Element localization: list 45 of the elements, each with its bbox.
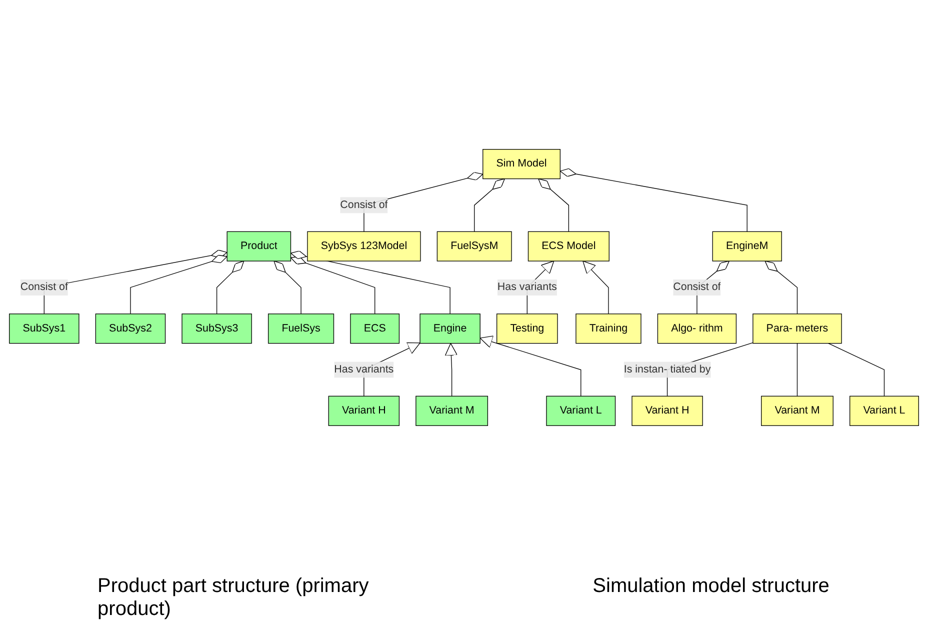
node-box: Testing (496, 314, 558, 344)
connector (559, 168, 747, 232)
arrow (444, 343, 458, 397)
node-box: Training (575, 314, 641, 344)
edge-label: Consist of (20, 281, 68, 293)
connector (290, 250, 450, 314)
connector (828, 343, 884, 397)
edge-label: Consist of (340, 199, 388, 211)
node-box: Algo- rithm (656, 314, 736, 344)
arrow (479, 336, 581, 397)
node-box: FuelSysM (436, 231, 512, 262)
node-box: Variant L (546, 396, 616, 426)
node-box: Variant M (415, 396, 488, 426)
node-box: Product (226, 231, 291, 262)
edge-label: Consist of (672, 281, 720, 293)
node-box: Variant M (760, 396, 833, 426)
node-box: ECS (350, 314, 400, 344)
caption: Simulation model structure (592, 575, 830, 599)
node-box: Sim Model (482, 149, 560, 180)
node-box: ECS Model (527, 231, 609, 262)
connector (796, 343, 798, 397)
node-box: SybSys 123Model (306, 231, 420, 262)
node-box: Variant H (328, 396, 400, 426)
connector (474, 178, 504, 232)
caption: Product part structure (primary product) (98, 575, 370, 621)
connector (764, 260, 798, 314)
connector (290, 256, 375, 314)
node-box: SubSys1 (8, 314, 79, 344)
edge-label: Has variants (496, 281, 556, 293)
node-box: Engine (419, 314, 480, 344)
connector (216, 260, 244, 314)
node-box: Variant H (631, 396, 702, 426)
node-box: Variant L (849, 396, 918, 426)
node-box: SubSys3 (181, 314, 252, 344)
node-box: SubSys2 (94, 314, 166, 344)
arrow (582, 260, 608, 314)
connector (538, 178, 569, 232)
edge-label: Is instan- tiated by (623, 364, 710, 376)
connector (273, 260, 301, 314)
connector (43, 250, 227, 314)
node-box: EngineM (712, 231, 782, 262)
node-box: Para- meters (752, 314, 842, 344)
connector (130, 254, 227, 314)
edge-label: Has variants (334, 364, 394, 376)
node-box: FuelSys (267, 314, 334, 344)
